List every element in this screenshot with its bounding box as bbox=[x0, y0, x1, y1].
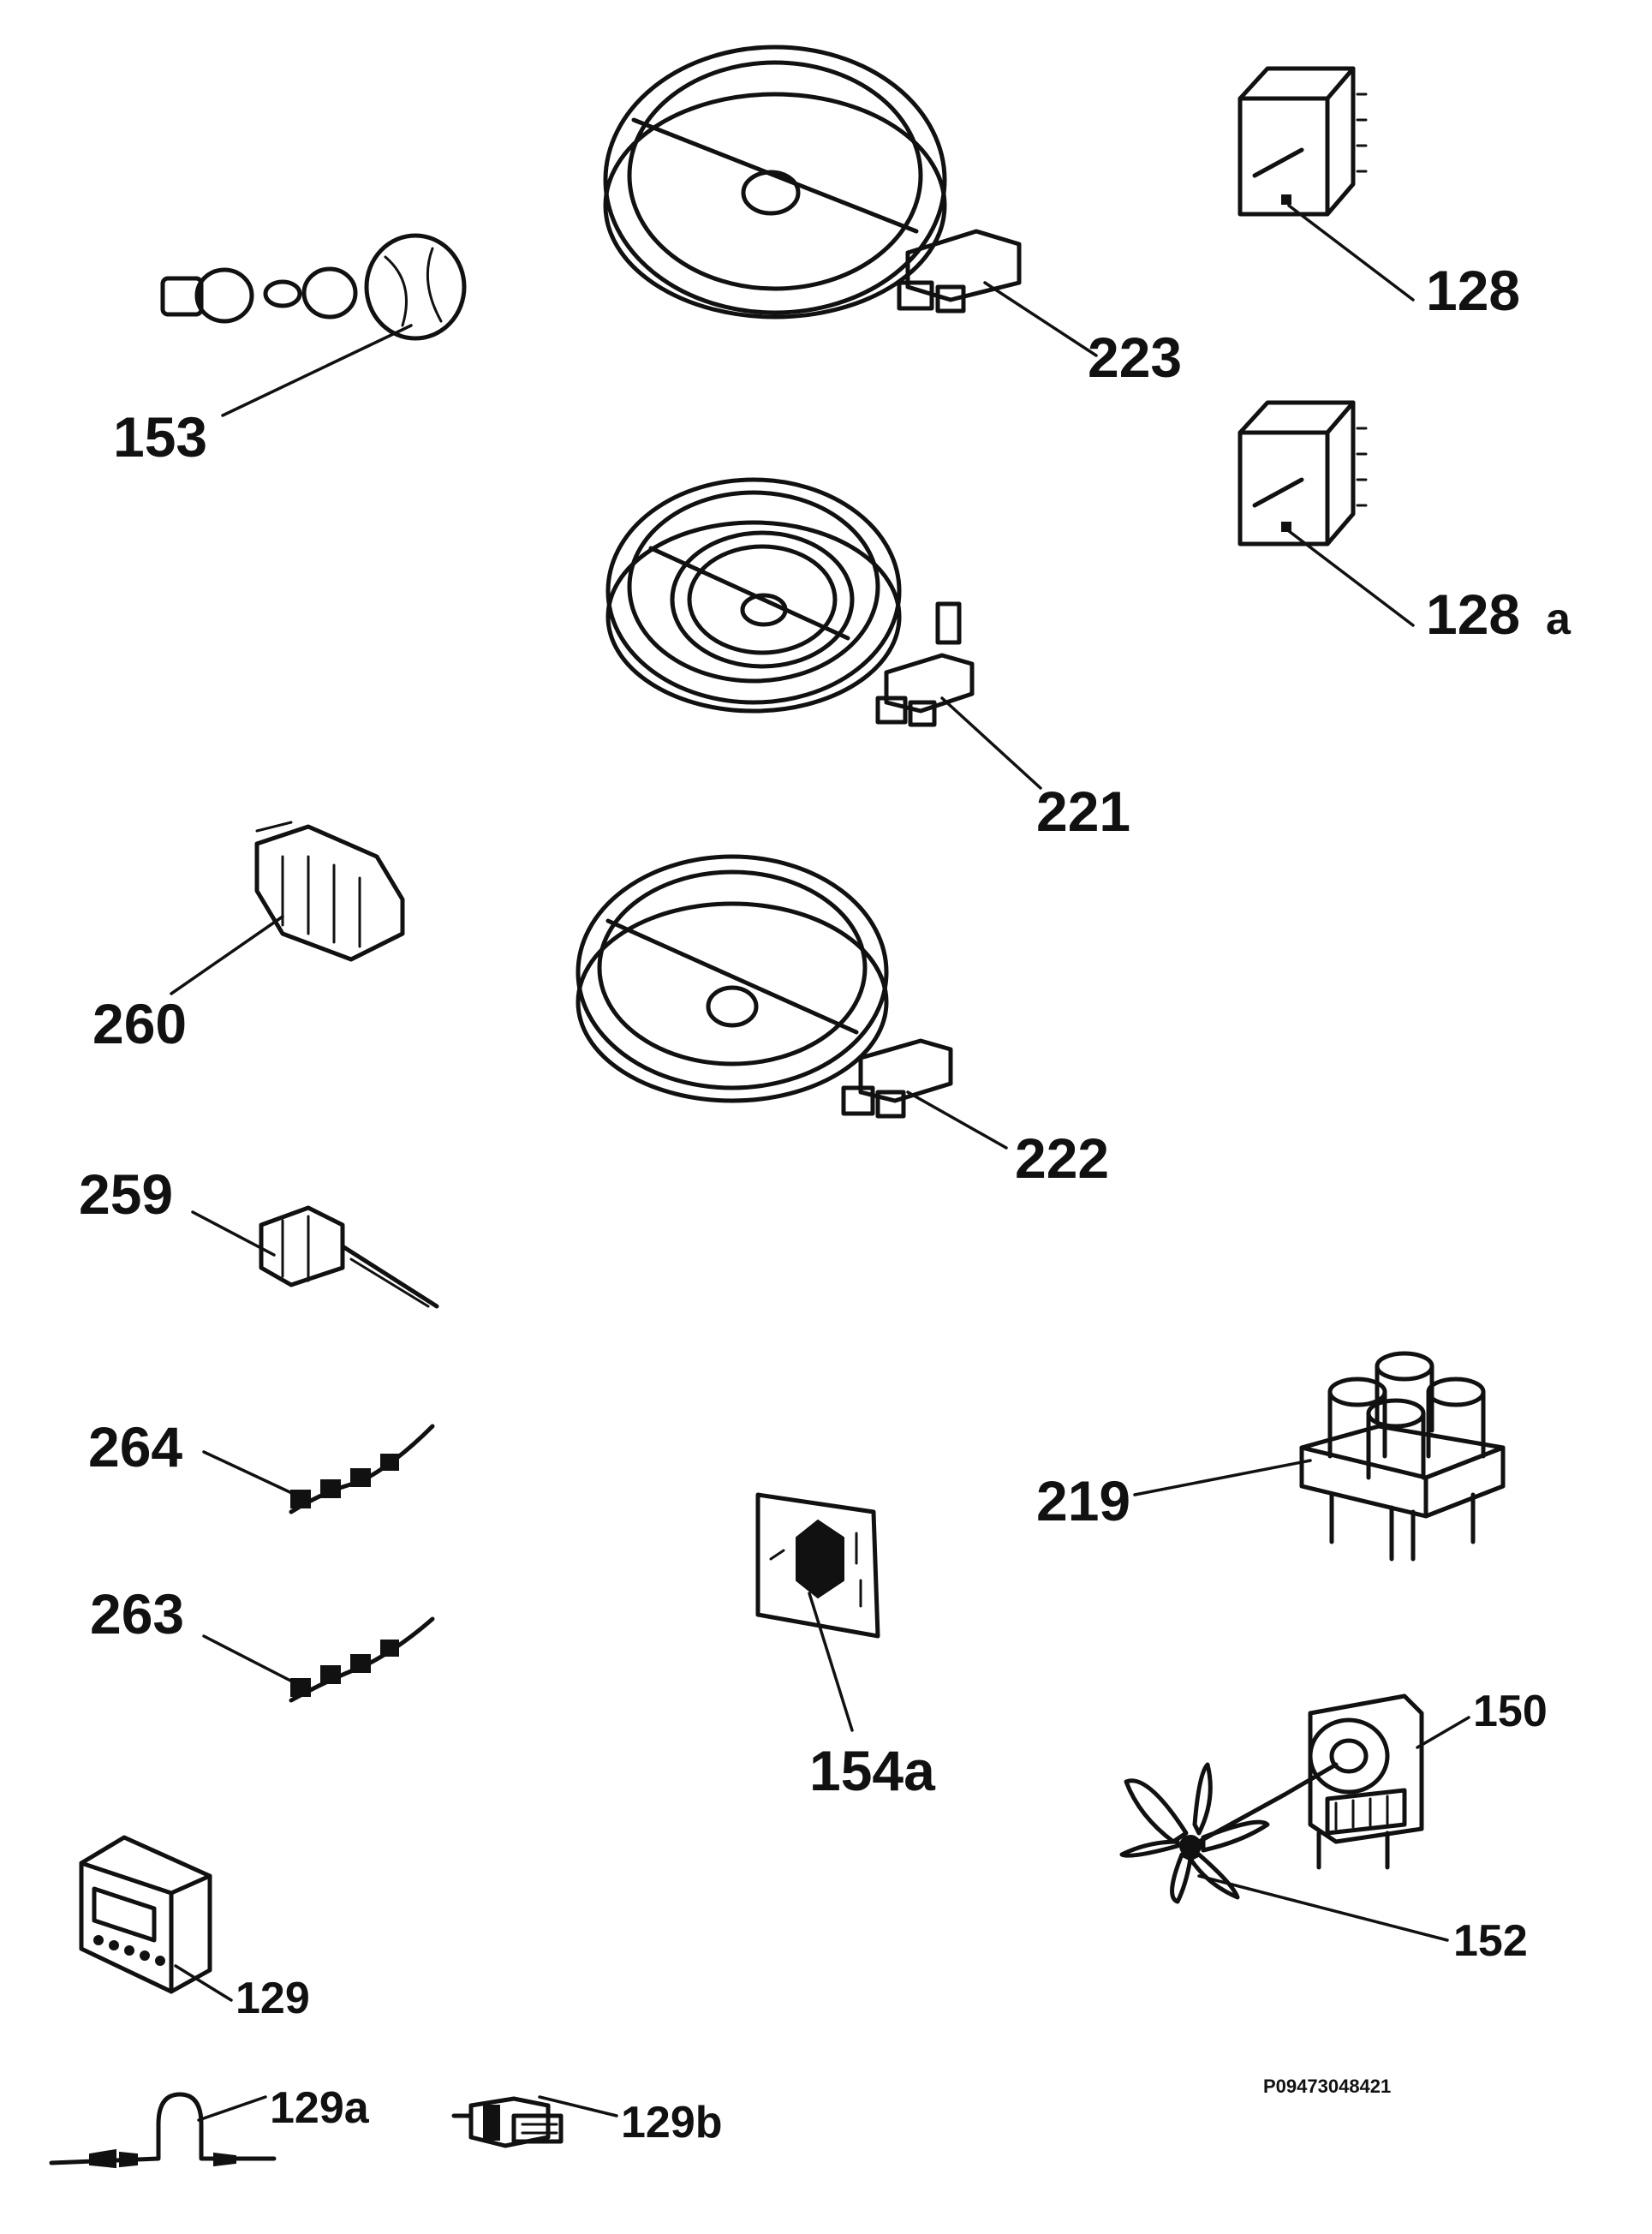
label-153: 153 bbox=[113, 405, 207, 469]
label-128a-suffix: a bbox=[1546, 594, 1571, 644]
part-219-capacitor-block bbox=[1299, 1351, 1506, 1562]
label-129b: 129b bbox=[621, 2098, 723, 2147]
leader-128 bbox=[1287, 204, 1415, 302]
label-129a: 129a bbox=[270, 2083, 370, 2133]
part-129-timer bbox=[79, 1835, 212, 1994]
leader-129a bbox=[197, 2095, 267, 2122]
part-128a-relay bbox=[1238, 400, 1368, 547]
leader-152 bbox=[1197, 1874, 1449, 1942]
part-128-relay bbox=[1238, 66, 1368, 217]
part-153-knob-assembly bbox=[160, 233, 467, 341]
leader-263 bbox=[202, 1634, 297, 1685]
label-221: 221 bbox=[1036, 780, 1130, 843]
leader-259 bbox=[191, 1210, 276, 1257]
label-264: 264 bbox=[88, 1415, 182, 1478]
part-222-hotplate bbox=[576, 854, 953, 1119]
leader-223 bbox=[983, 281, 1098, 357]
part-152-fan-blade bbox=[1119, 1762, 1287, 1904]
leader-129 bbox=[174, 1964, 233, 2002]
leader-221 bbox=[940, 696, 1042, 790]
part-150-fan-motor bbox=[1282, 1693, 1424, 1870]
drawing-code: P09473048421 bbox=[1263, 2076, 1391, 2097]
label-223: 223 bbox=[1088, 326, 1182, 389]
label-260: 260 bbox=[92, 992, 187, 1055]
label-154a: 154a bbox=[809, 1739, 936, 1802]
part-263-cable bbox=[289, 1616, 435, 1703]
leader-154a bbox=[808, 1592, 854, 1732]
label-152: 152 bbox=[1453, 1916, 1528, 1966]
label-222: 222 bbox=[1015, 1126, 1109, 1190]
part-154a-lamp-panel bbox=[755, 1492, 880, 1639]
leader-150 bbox=[1416, 1716, 1470, 1749]
label-219: 219 bbox=[1036, 1469, 1130, 1532]
leader-260 bbox=[170, 915, 284, 995]
leader-222 bbox=[906, 1090, 1008, 1150]
label-129: 129 bbox=[236, 1974, 310, 2023]
part-259-energy-regulator bbox=[259, 1205, 439, 1309]
label-263: 263 bbox=[90, 1582, 184, 1646]
leader-128a bbox=[1287, 529, 1415, 627]
label-128a: 128 bbox=[1426, 582, 1520, 646]
part-223-hotplate bbox=[603, 45, 1022, 320]
part-260-selector-switch bbox=[254, 821, 405, 962]
leader-264 bbox=[202, 1450, 297, 1496]
label-128: 128 bbox=[1426, 259, 1520, 322]
label-150: 150 bbox=[1473, 1687, 1548, 1736]
part-264-lamp-cable bbox=[289, 1424, 435, 1514]
part-129a-wire-loop bbox=[49, 2092, 277, 2169]
label-259: 259 bbox=[79, 1162, 173, 1226]
part-129b-connector bbox=[451, 2096, 564, 2148]
leader-219 bbox=[1133, 1459, 1312, 1496]
leader-129b bbox=[538, 2095, 618, 2118]
part-221-hotplate bbox=[605, 477, 975, 727]
leader-153 bbox=[221, 324, 413, 417]
